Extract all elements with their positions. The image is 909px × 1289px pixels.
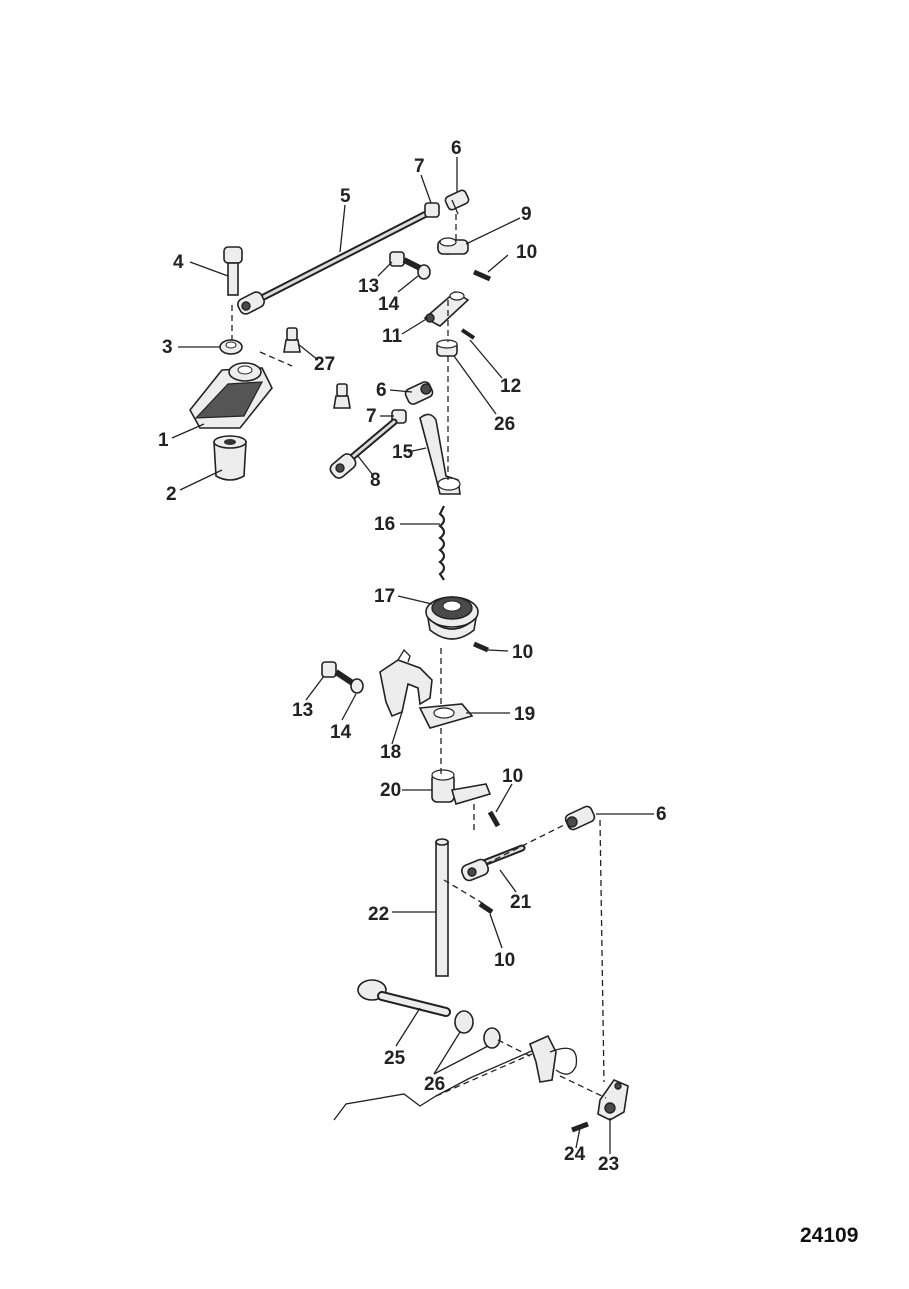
callout-14: 14: [330, 722, 352, 743]
bushing-26-bottom: [454, 1010, 501, 1049]
callout-10: 10: [494, 950, 515, 971]
callout-5: 5: [340, 186, 351, 207]
callout-13: 13: [292, 700, 313, 721]
bracket-18: [379, 648, 433, 718]
callout-23: 23: [598, 1154, 619, 1175]
grease-fitting-27: [283, 327, 351, 409]
figure-number: 24109: [800, 1224, 858, 1247]
link-rod-21: [460, 844, 526, 882]
callout-4: 4: [173, 252, 184, 273]
callout-13: 13: [358, 276, 379, 297]
screw-13-top: [389, 251, 422, 271]
callout-10: 10: [502, 766, 523, 787]
link-rod-5: [237, 209, 432, 315]
roll-pin-10-bottom: [478, 901, 494, 915]
bushing-26-top: [436, 339, 458, 357]
screw-13-bottom: [321, 661, 356, 687]
callout-labels: 7 6 5 9 10 4 13 14 11 3 27 12 26 6 7 1 1…: [158, 138, 667, 1175]
shaft-22: [435, 838, 449, 977]
callout-1: 1: [158, 430, 169, 451]
callout-9: 9: [521, 204, 532, 225]
callout-19: 19: [514, 704, 535, 725]
callout-21: 21: [510, 892, 532, 913]
callout-26: 26: [424, 1074, 445, 1095]
callout-12: 12: [500, 376, 521, 397]
nut-3: [219, 339, 243, 355]
callout-27: 27: [314, 354, 335, 375]
roll-pin-10-mid: [473, 641, 489, 653]
callout-6: 6: [376, 380, 387, 401]
ball-socket-6-top: [444, 189, 470, 215]
callout-18: 18: [380, 742, 401, 763]
nut-7-top: [424, 202, 440, 218]
roll-pin-10-lower: [487, 810, 501, 828]
callout-7: 7: [414, 156, 425, 177]
lever-hub-20: [431, 769, 492, 805]
callout-6: 6: [451, 138, 462, 159]
callout-11: 11: [382, 326, 403, 347]
link-rod-8: [329, 418, 398, 479]
pivot-pin-25: [357, 979, 451, 1017]
leader-lines: [171, 157, 654, 1154]
callout-16: 16: [374, 514, 395, 535]
callout-8: 8: [370, 470, 381, 491]
collar-19: [418, 703, 474, 729]
callout-22: 22: [368, 904, 389, 925]
callout-24: 24: [564, 1144, 586, 1165]
pin-24: [571, 1121, 589, 1133]
callout-10: 10: [512, 642, 533, 663]
callout-6: 6: [656, 804, 667, 825]
lever-15: [419, 413, 461, 495]
callout-15: 15: [392, 442, 414, 463]
callout-20: 20: [380, 780, 401, 801]
roll-pin-10-top: [472, 269, 492, 282]
throttle-link-crank: [333, 1034, 578, 1121]
callout-14: 14: [378, 294, 400, 315]
callout-3: 3: [162, 337, 173, 358]
ball-socket-6-mid: [404, 381, 434, 405]
bolt-4: [223, 246, 243, 296]
ball-socket-6-bottom: [564, 805, 596, 831]
washer-14-bottom: [350, 678, 364, 694]
pin-12: [460, 328, 476, 340]
washer-14-top: [417, 264, 431, 280]
bushing-2: [213, 435, 247, 481]
callout-10: 10: [516, 242, 537, 263]
callout-17: 17: [374, 586, 395, 607]
lever-9: [437, 237, 469, 255]
cam-lever-1: [189, 362, 273, 429]
callout-7: 7: [366, 406, 377, 427]
lever-23: [597, 1079, 629, 1121]
callout-26: 26: [494, 414, 515, 435]
gear-assembly-17: [425, 596, 479, 640]
spring-16: [438, 505, 446, 581]
callout-25: 25: [384, 1048, 406, 1069]
alignment-lines: [231, 214, 607, 1099]
lever-11: [423, 291, 470, 327]
callout-2: 2: [166, 484, 177, 505]
